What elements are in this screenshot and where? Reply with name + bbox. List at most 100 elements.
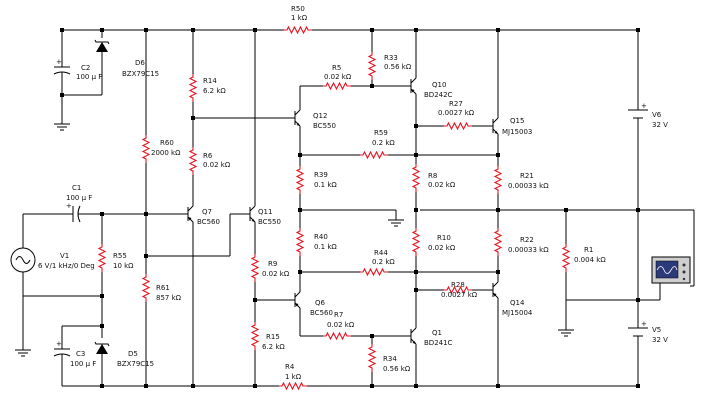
label-q6: Q6 <box>315 299 326 307</box>
label-r59-value: 0.2 kΩ <box>372 139 395 147</box>
label-q11-value: BC550 <box>258 218 281 226</box>
label-r5-value: 0.02 kΩ <box>324 73 352 81</box>
label-q14: Q14 <box>510 299 525 307</box>
label-v1: V1 <box>60 252 69 260</box>
label-r7-value: 0.02 kΩ <box>327 321 355 329</box>
label-d5: D5 <box>128 350 138 358</box>
label-r4-value: 1 kΩ <box>285 373 302 381</box>
resistor-r22 <box>494 227 502 257</box>
label-q15-value: MJ15003 <box>502 128 532 136</box>
transistor-q6 <box>287 285 301 315</box>
battery-v6: + <box>628 102 648 126</box>
wires <box>22 29 695 387</box>
label-r28: R28 <box>451 281 465 289</box>
resistor-r4 <box>278 382 308 390</box>
label-d6: D6 <box>135 59 145 67</box>
label-r27: R27 <box>449 100 463 108</box>
battery-v5: + <box>628 320 648 344</box>
label-r27-value: 0.0027 kΩ <box>438 109 475 117</box>
label-q7-value: BC560 <box>197 218 220 226</box>
label-r9-value: 0.02 kΩ <box>262 270 290 278</box>
transistor-q14 <box>485 275 499 305</box>
label-q10-value: BD242C <box>424 91 453 99</box>
label-v5-value: 32 V <box>652 336 668 344</box>
resistor-r50 <box>283 26 313 34</box>
label-r61-value: 857 kΩ <box>156 294 182 302</box>
ground-icon <box>14 349 32 357</box>
resistor-r39 <box>296 165 304 195</box>
label-q6-value: BC560 <box>310 309 333 317</box>
resistor-r34 <box>368 343 376 373</box>
label-r8: R8 <box>428 172 437 180</box>
resistor-r6 <box>189 146 197 176</box>
ground-icon <box>53 123 71 131</box>
label-r9: R9 <box>268 260 277 268</box>
resistor-r40 <box>296 227 304 257</box>
label-r50: R50 <box>291 5 305 13</box>
resistor-r21 <box>494 165 502 195</box>
label-r10: R10 <box>437 234 451 242</box>
transistor-q11 <box>242 199 256 229</box>
svg-text:+: + <box>56 58 62 66</box>
transistor-q12 <box>287 103 301 133</box>
label-r7: R7 <box>334 311 343 319</box>
label-q15: Q15 <box>510 117 524 125</box>
label-q10: Q10 <box>432 81 446 89</box>
label-v1-value: 6 V/1 kHz/0 Deg <box>38 262 95 270</box>
label-c2: C2 <box>81 64 90 72</box>
transistor-q15 <box>485 111 499 141</box>
label-r33: R33 <box>384 54 398 62</box>
transistor-q7 <box>180 199 194 229</box>
label-q12-value: BC550 <box>313 122 336 130</box>
label-r33-value: 0.56 kΩ <box>384 63 412 71</box>
resistor-r15 <box>251 321 259 351</box>
resistor-r44 <box>359 268 389 276</box>
svg-text:+: + <box>641 320 647 328</box>
label-r60-value: 2000 kΩ <box>151 149 181 157</box>
label-r22-value: 0.00033 kΩ <box>508 246 549 254</box>
label-r1-value: 0.004 kΩ <box>574 256 606 264</box>
label-r15: R15 <box>266 333 280 341</box>
resistor-r27 <box>443 122 473 130</box>
resistor-r55 <box>98 243 106 273</box>
label-r21: R21 <box>520 172 534 180</box>
label-r5: R5 <box>332 64 341 72</box>
label-r10-value: 0.02 kΩ <box>428 244 456 252</box>
label-r28-value: 0.0027 kΩ <box>441 291 478 299</box>
label-r40: R40 <box>314 233 328 241</box>
capacitor-c1: + <box>62 202 90 223</box>
label-r39: R39 <box>314 171 328 179</box>
component-labels: R50 1 kΩ R33 0.56 kΩ Q10 BD242C R5 0.02 … <box>38 5 668 381</box>
svg-text:+: + <box>66 202 72 210</box>
label-r44: R44 <box>374 249 388 257</box>
svg-text:+: + <box>641 102 647 110</box>
label-r14: R14 <box>203 77 217 85</box>
label-c1: C1 <box>72 184 81 192</box>
label-r4: R4 <box>285 363 295 371</box>
capacitor-c2: + <box>53 58 71 78</box>
oscilloscope-icon[interactable] <box>651 256 691 284</box>
label-q1-value: BD241C <box>424 339 453 347</box>
resistor-r7 <box>322 332 352 340</box>
label-d5-value: BZX79C15 <box>117 360 154 368</box>
label-r22: R22 <box>520 236 534 244</box>
label-r8-value: 0.02 kΩ <box>428 181 456 189</box>
label-r34: R34 <box>383 355 397 363</box>
label-c3-value: 100 µ F <box>70 360 96 368</box>
resistor-r10 <box>412 227 420 257</box>
resistor-r60 <box>142 134 150 164</box>
label-v6: V6 <box>652 111 662 119</box>
label-r1: R1 <box>584 246 593 254</box>
label-r55: R55 <box>113 252 127 260</box>
label-q12: Q12 <box>313 112 327 120</box>
label-q1: Q1 <box>432 329 442 337</box>
label-q11: Q11 <box>258 208 272 216</box>
label-q14-value: MJ15004 <box>502 309 533 317</box>
resistor-r14 <box>189 73 197 103</box>
svg-text:+: + <box>56 340 62 348</box>
ground-icon <box>387 219 405 227</box>
label-q7: Q7 <box>202 208 212 216</box>
label-r6-value: 0.02 kΩ <box>203 161 231 169</box>
label-r50-value: 1 kΩ <box>291 14 308 22</box>
